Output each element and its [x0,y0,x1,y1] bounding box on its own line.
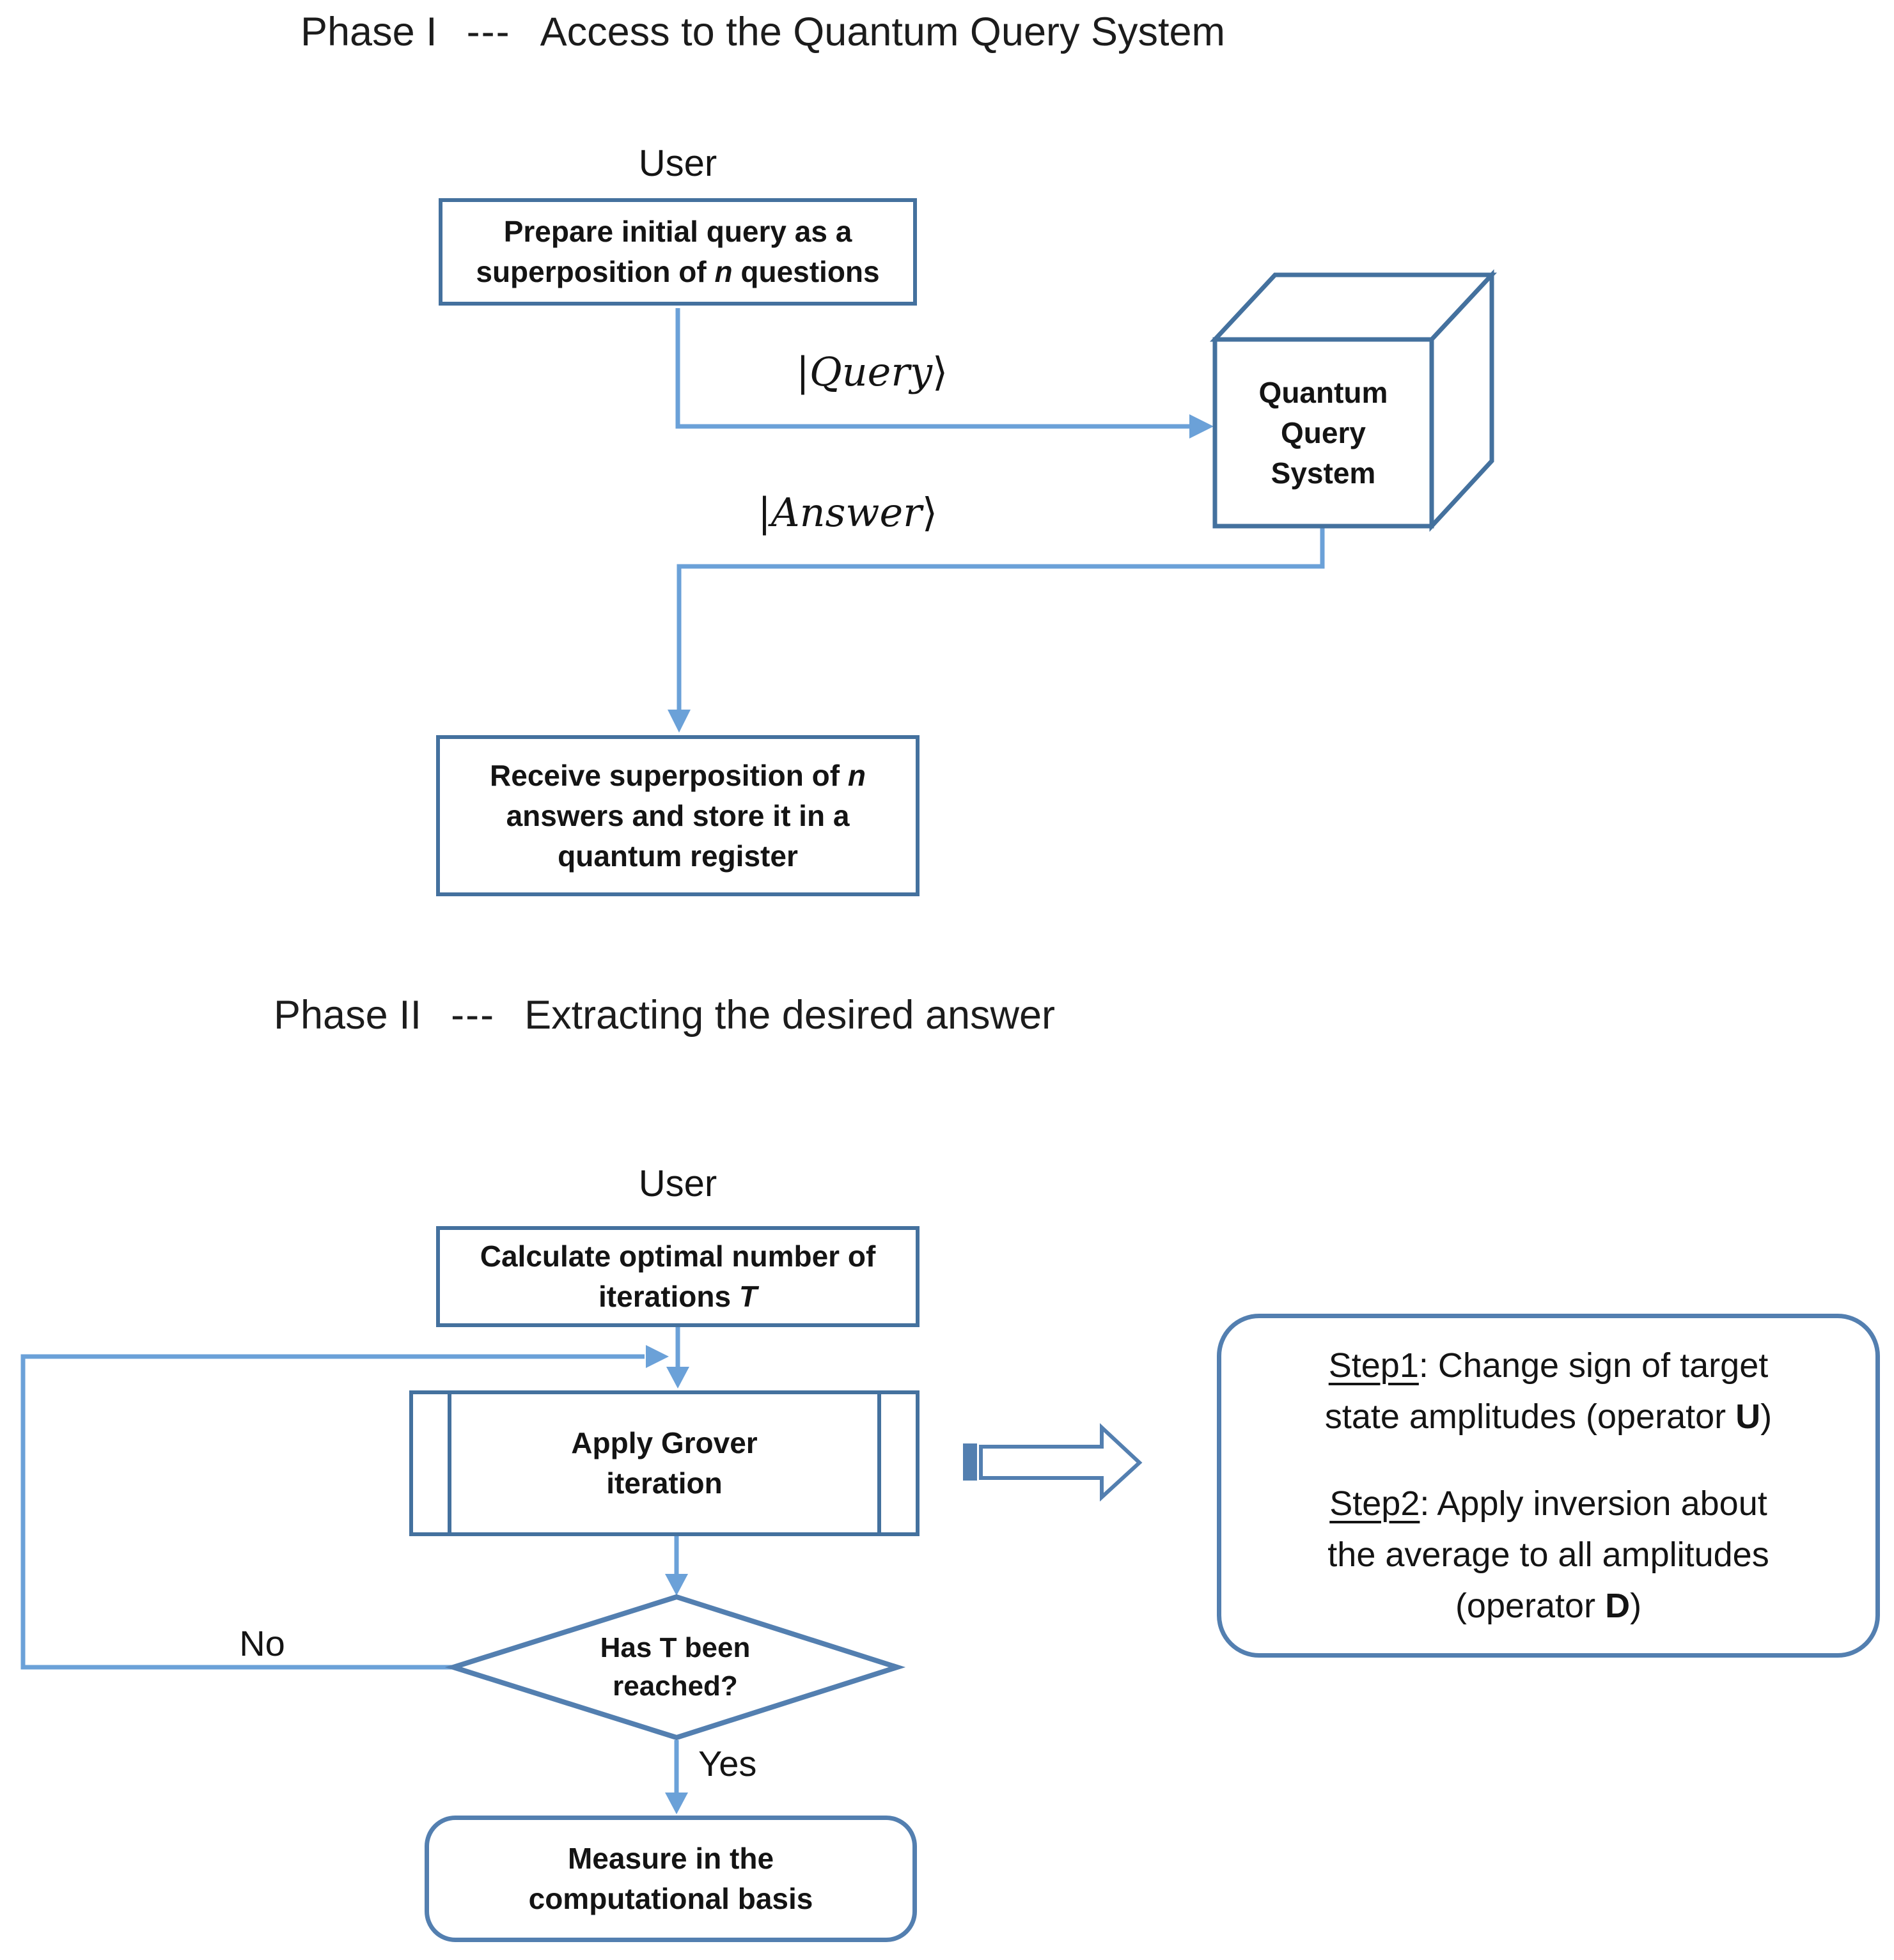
decision-to-measure-arrowhead [665,1793,688,1814]
block-arrow-icon [979,1423,1143,1502]
block-arrow-tail [963,1443,977,1481]
prepare-query-line-1: Prepare initial query as a [503,215,852,248]
receive-answers-line-1: Receive superposition of n [490,758,866,792]
grover-iteration-line-1: Apply Grover [571,1426,758,1459]
receive-answers-line-2: answers and store it in a [506,798,850,832]
receive-answers-box: Receive superposition of n answers and s… [436,735,920,896]
phase2-user-label: User [638,1163,717,1204]
query-ket-label: |Query⟩ [796,348,948,395]
cube-front-face [1212,337,1434,529]
decision-diamond-label: Has T been reached? [453,1597,897,1738]
calculate-iterations-line-1: Calculate optimal number of [480,1240,876,1273]
measure-box: Measure in the computational basis [425,1816,917,1942]
step1-text: Step1: Change sign of target state ampli… [1221,1340,1875,1442]
grover-steps-callout: Step1: Change sign of target state ampli… [1217,1314,1880,1658]
grover-to-decision-arrowhead [665,1574,688,1596]
calculate-iterations-box: Calculate optimal number of iterations T [436,1226,920,1327]
decision-line-2: reached? [613,1670,738,1702]
grover-iteration-line-2: iteration [606,1466,723,1500]
decision-diamond [444,1594,906,1741]
receive-answers-line-3: quantum register [558,839,798,873]
phase2-title: Phase II---Extracting the desired answer [274,993,1056,1038]
step2-line-1: Step2: Apply inversion about [1329,1484,1767,1523]
measure-line-1: Measure in the [567,1842,774,1875]
query-arrowhead [1189,414,1214,439]
calculate-iterations-line-2: iterations T [599,1280,757,1313]
query-arrow-line [675,308,1193,429]
no-loop-arrowhead [646,1345,669,1368]
measure-line-2: computational basis [528,1882,813,1915]
grover-iteration-box: Apply Grover iteration [409,1390,920,1536]
yes-branch-label: Yes [698,1743,757,1784]
answer-ket-label: |Answer⟩ [758,489,938,536]
no-loop-line [20,1354,645,1670]
answer-arrowhead [668,710,691,733]
calc-to-grover-arrowhead [666,1367,689,1388]
phase1-title: Phase I---Access to the Quantum Query Sy… [301,10,1226,54]
step1-line-1: Step1: Change sign of target [1328,1346,1769,1385]
cube-label-line-2: Query [1281,416,1366,449]
step2-line-3: (operator D) [1455,1587,1642,1625]
grover-right-bar [877,1394,881,1532]
phase1-user-label: User [638,143,717,184]
decision-line-1: Has T been [600,1632,751,1663]
cube-label-line-3: System [1271,456,1376,490]
grover-left-bar [448,1394,451,1532]
answer-arrow-line [677,524,1325,711]
cube-label-line-1: Quantum [1258,375,1388,409]
step2-line-2: the average to all amplitudes [1327,1536,1769,1574]
prepare-query-line-2: superposition of n questions [476,255,880,288]
quantum-query-system-cube-label: Quantum Query System [1215,339,1432,526]
step1-line-2: state amplitudes (operator U) [1324,1397,1773,1436]
no-branch-label: No [239,1623,285,1663]
prepare-query-box: Prepare initial query as a superposition… [439,198,917,306]
step2-text: Step2: Apply inversion about the average… [1221,1478,1875,1631]
